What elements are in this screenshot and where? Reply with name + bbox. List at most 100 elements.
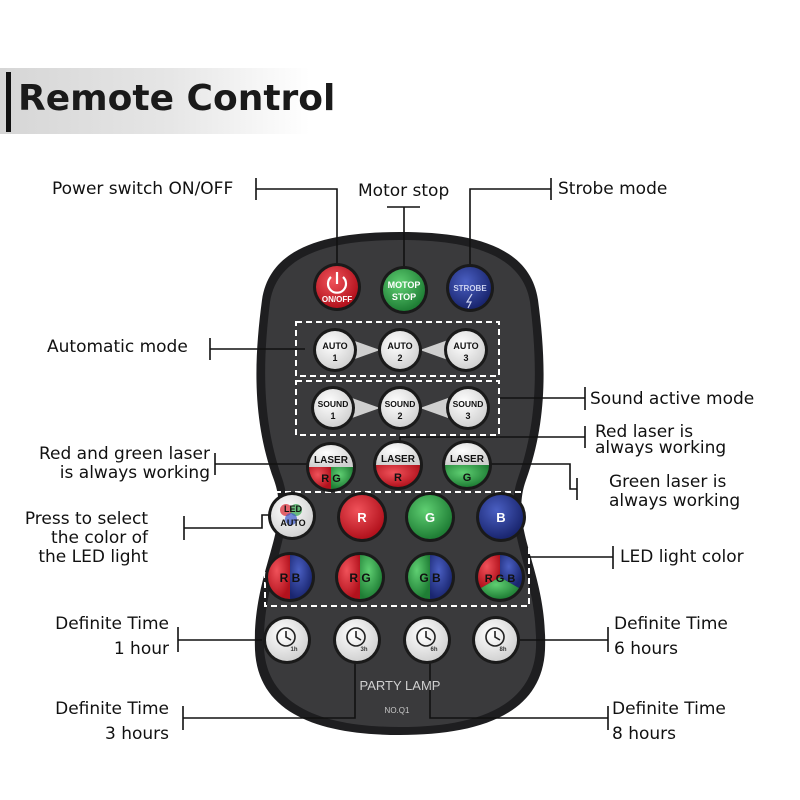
label-rg-laser-line2: is always working bbox=[59, 463, 210, 483]
auto-3-button[interactable]: AUTO 3 bbox=[444, 328, 488, 372]
label-red-laser: Red laser is always working bbox=[595, 422, 727, 458]
label-time-8: Definite Time 8 hours bbox=[612, 697, 726, 747]
led-red-label: R bbox=[357, 510, 367, 525]
callout-lines bbox=[177, 178, 614, 730]
label-green-laser-line1: Green laser is bbox=[609, 472, 727, 492]
led-green-label: G bbox=[425, 510, 435, 525]
label-time-8-value: 8 hours bbox=[612, 724, 677, 744]
laser-rg-button[interactable]: LASER R G bbox=[306, 442, 356, 492]
label-time-8-title: Definite Time bbox=[612, 699, 726, 719]
led-red-button[interactable]: R bbox=[337, 492, 387, 542]
auto-connectors bbox=[352, 340, 448, 418]
sound-3-num: 3 bbox=[465, 411, 470, 421]
label-time-6: Definite Time 6 hours bbox=[614, 612, 728, 662]
led-rgb-label: R G B bbox=[485, 573, 516, 585]
led-blue-label: B bbox=[496, 510, 505, 525]
laser-g-label: LASER bbox=[450, 454, 485, 465]
timer-3h-label: 3h bbox=[360, 647, 367, 653]
sound-2-num: 2 bbox=[397, 411, 402, 421]
sound-2-button[interactable]: SOUND 2 bbox=[378, 386, 422, 430]
laser-r-sub: R bbox=[394, 472, 402, 484]
timer-3h-button[interactable]: 3h bbox=[333, 616, 381, 664]
power-button[interactable]: ON/OFF bbox=[313, 263, 361, 311]
label-rg-laser: Red and green laser is always working bbox=[18, 445, 210, 483]
auto-group-frame bbox=[295, 321, 500, 377]
label-time-3-value: 3 hours bbox=[104, 724, 169, 744]
title-banner bbox=[0, 68, 310, 134]
label-led-color: LED light color bbox=[620, 547, 744, 567]
sound-1-label: SOUND bbox=[318, 399, 349, 409]
label-green-laser-line2: always working bbox=[609, 491, 741, 511]
label-auto: Automatic mode bbox=[47, 337, 188, 357]
led-gb-button[interactable]: G B bbox=[405, 552, 455, 602]
timer-1h-label: 1h bbox=[290, 647, 297, 653]
led-rb-label: R B bbox=[280, 571, 301, 585]
led-rb-button[interactable]: R B bbox=[265, 552, 315, 602]
model-label: NO.Q1 bbox=[385, 706, 410, 715]
timer-8h-button[interactable]: 8h bbox=[472, 616, 520, 664]
label-green-laser: Green laser is always working bbox=[609, 473, 740, 511]
label-press-line1: Press to select bbox=[24, 509, 148, 529]
auto-2-button[interactable]: AUTO 2 bbox=[378, 328, 422, 372]
page-title: Remote Control bbox=[18, 78, 336, 119]
laser-r-button[interactable]: LASER R bbox=[373, 440, 423, 490]
motor-stop-button[interactable]: MOTOP STOP bbox=[380, 266, 428, 314]
led-auto-label: AUTO bbox=[280, 518, 305, 528]
led-rg-button[interactable]: R G bbox=[335, 552, 385, 602]
label-sound: Sound active mode bbox=[590, 389, 755, 409]
sound-3-label: SOUND bbox=[453, 399, 484, 409]
label-strobe: Strobe mode bbox=[558, 179, 668, 199]
sound-3-button[interactable]: SOUND 3 bbox=[446, 386, 490, 430]
laser-r-label: LASER bbox=[381, 454, 416, 465]
motor-label-1: MOTOP bbox=[388, 280, 421, 290]
clock-icon bbox=[346, 627, 366, 647]
led-auto-button[interactable]: LED AUTO bbox=[268, 492, 316, 540]
motor-label-2: STOP bbox=[392, 292, 416, 302]
timer-6h-label: 6h bbox=[430, 647, 437, 653]
timer-6h-button[interactable]: 6h bbox=[403, 616, 451, 664]
label-press: Press to select the color of the LED lig… bbox=[8, 510, 148, 567]
label-time-3: Definite Time 3 hours bbox=[30, 697, 169, 747]
label-red-laser-line2: always working bbox=[595, 438, 727, 458]
sound-group-frame bbox=[295, 380, 500, 436]
strobe-label: STROBE bbox=[453, 284, 487, 293]
laser-rg-label: LASER bbox=[314, 455, 349, 466]
led-blue-button[interactable]: B bbox=[476, 492, 526, 542]
led-green-button[interactable]: G bbox=[405, 492, 455, 542]
label-motor: Motor stop bbox=[358, 181, 450, 201]
sound-1-button[interactable]: SOUND 1 bbox=[311, 386, 355, 430]
power-icon bbox=[326, 272, 348, 294]
led-group-frame bbox=[264, 491, 530, 607]
label-time-1: Definite Time 1 hour bbox=[30, 612, 169, 662]
timer-8h-label: 8h bbox=[499, 647, 506, 653]
auto-1-button[interactable]: AUTO 1 bbox=[313, 328, 357, 372]
clock-icon bbox=[485, 627, 505, 647]
label-power: Power switch ON/OFF bbox=[52, 179, 234, 199]
auto-2-num: 2 bbox=[397, 353, 402, 363]
laser-g-button[interactable]: LASER G bbox=[442, 440, 492, 490]
power-label: ON/OFF bbox=[322, 295, 352, 304]
sound-1-num: 1 bbox=[330, 411, 335, 421]
led-gb-label: G B bbox=[419, 571, 441, 585]
brand-label: PARTY LAMP bbox=[360, 678, 441, 693]
timer-1h-button[interactable]: 1h bbox=[263, 616, 311, 664]
laser-rg-sub: R G bbox=[321, 473, 341, 485]
label-time-1-value: 1 hour bbox=[113, 639, 169, 659]
strobe-button[interactable]: STROBE bbox=[446, 264, 494, 312]
auto-2-label: AUTO bbox=[387, 341, 412, 351]
led-rg-label: R G bbox=[349, 571, 370, 585]
title-accent-bar bbox=[6, 72, 11, 132]
sound-2-label: SOUND bbox=[385, 399, 416, 409]
led-rgb-button[interactable]: R G B bbox=[475, 552, 525, 602]
label-time-3-title: Definite Time bbox=[55, 699, 169, 719]
label-press-line2: the color of bbox=[51, 528, 148, 548]
clock-icon bbox=[276, 627, 296, 647]
auto-1-num: 1 bbox=[332, 353, 337, 363]
auto-3-label: AUTO bbox=[453, 341, 478, 351]
label-time-6-value: 6 hours bbox=[614, 639, 679, 659]
clock-icon bbox=[416, 627, 436, 647]
label-red-laser-line1: Red laser is bbox=[595, 422, 694, 442]
label-press-line3: the LED light bbox=[38, 547, 148, 567]
auto-1-label: AUTO bbox=[322, 341, 347, 351]
